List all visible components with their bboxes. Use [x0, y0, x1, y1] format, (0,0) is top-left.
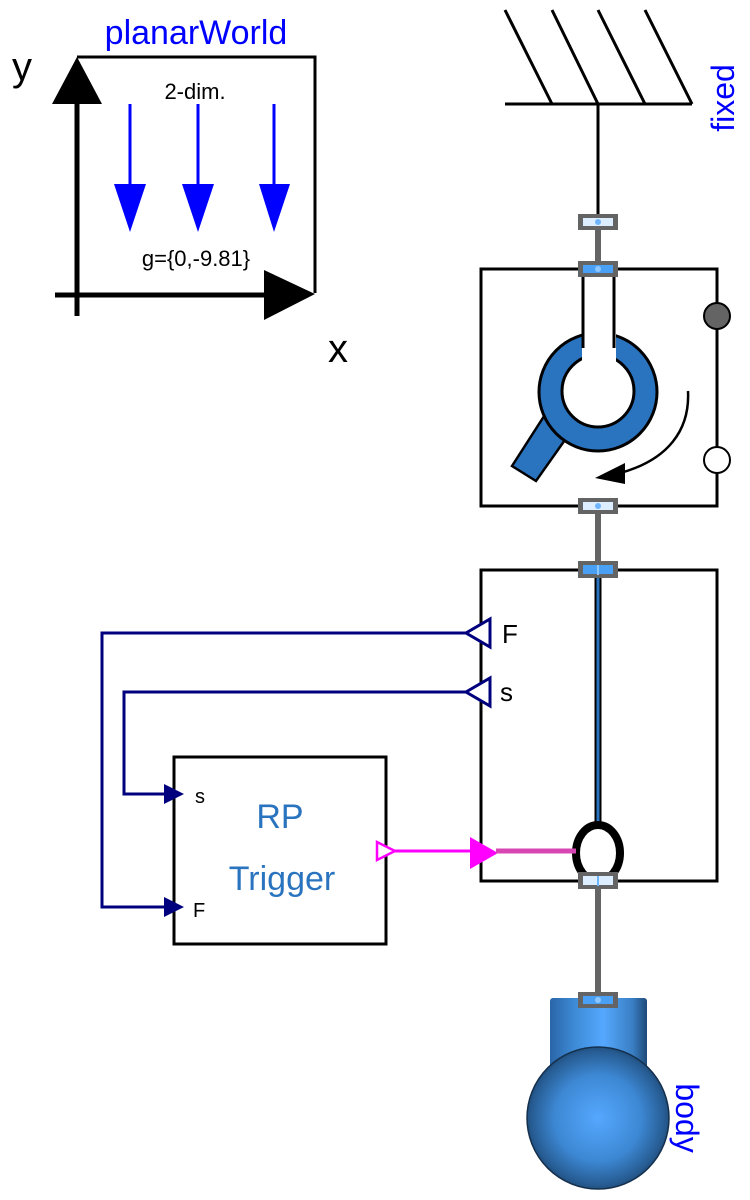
flange-b-connector[interactable] — [703, 446, 731, 474]
x-axis-arrowhead — [264, 270, 315, 320]
y-axis-label: y — [12, 45, 32, 89]
connection-s-signal[interactable] — [122, 690, 466, 796]
x-axis-label: x — [328, 327, 348, 371]
rotation-arrowhead-icon — [595, 463, 625, 484]
gravity-label: g={0,-9.81} — [142, 246, 250, 271]
gravity-arrow-icon — [114, 184, 146, 232]
rp-trigger-title-line2: Trigger — [229, 860, 335, 898]
frame-connector-fixed[interactable] — [578, 214, 618, 230]
rp-trigger-component[interactable]: RP Trigger s F — [164, 755, 398, 946]
frame-connector-revolute-b[interactable] — [578, 498, 618, 514]
input-port-F[interactable] — [463, 616, 492, 650]
planar-world-label: planarWorld — [105, 14, 288, 52]
flange-a-connector[interactable] — [703, 302, 731, 330]
rp-trigger-frame — [172, 755, 388, 946]
rotation-arrow-icon — [619, 390, 690, 475]
body-label: body — [669, 1083, 705, 1152]
revolute-joint-icon — [510, 275, 659, 483]
port-F-label: F — [502, 619, 518, 649]
gravity-arrow-icon — [259, 184, 290, 232]
rp-trigger-title-line1: RP — [256, 798, 303, 836]
fixed-label: fixed — [705, 64, 741, 132]
trigger-s-label: s — [195, 786, 205, 808]
planar-world-component[interactable]: planarWorld y x 2-dim. g={0,-9.81} — [12, 14, 348, 371]
gravity-arrow-icon — [182, 184, 214, 232]
port-s-label: s — [500, 677, 513, 707]
gravity-arrows — [114, 104, 290, 232]
y-axis-arrowhead — [52, 57, 102, 104]
input-port-s[interactable] — [463, 675, 492, 709]
revolute-joint-component[interactable] — [479, 267, 731, 508]
fixed-component[interactable]: fixed — [503, 9, 741, 214]
boolean-input-port[interactable] — [470, 837, 498, 869]
trigger-F-label: F — [193, 900, 205, 922]
dim-label: 2-dim. — [164, 79, 225, 104]
trigger-boolean-output[interactable] — [375, 839, 398, 863]
prismatic-joint-component[interactable]: F s — [463, 568, 719, 885]
frame-connector-revolute-a[interactable] — [578, 261, 618, 277]
body-sphere-icon — [526, 1046, 670, 1190]
connection-F-signal[interactable] — [100, 631, 466, 909]
frame-connector-prismatic-b[interactable] — [578, 872, 618, 889]
planar-world-frame — [77, 55, 317, 293]
ground-hatch-icon — [503, 9, 694, 214]
frame-connector-body[interactable] — [578, 992, 618, 1008]
trigger-input-F[interactable] — [164, 897, 184, 917]
frame-connector-prismatic-a[interactable] — [578, 561, 618, 578]
trigger-input-s[interactable] — [164, 784, 184, 804]
body-component[interactable]: body — [526, 998, 705, 1190]
